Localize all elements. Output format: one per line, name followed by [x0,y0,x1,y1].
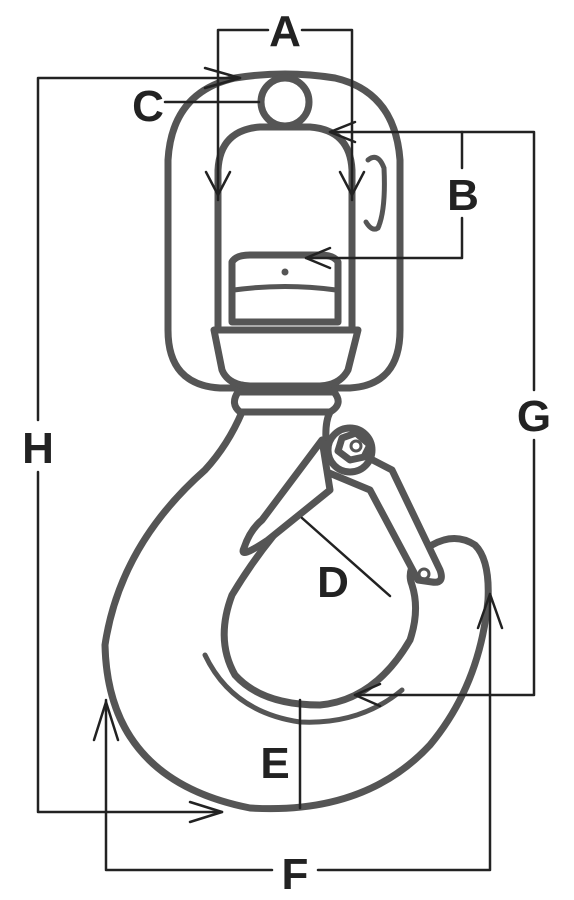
dimension-d [300,516,392,598]
label-h: H [22,424,54,473]
dimension-a [204,28,366,202]
label-e: E [260,739,289,788]
latch-pivot-bolt-icon [334,429,374,464]
hook-body [101,388,492,813]
dimension-b [304,120,464,270]
dimension-f [92,592,504,872]
label-b: B [447,171,479,220]
label-a: A [269,7,301,56]
dimension-h [36,66,242,824]
label-c: C [132,82,164,131]
label-f: F [282,850,309,899]
label-d: D [317,558,349,607]
cross-pin-ball [257,74,313,130]
label-g: G [517,392,551,441]
dimension-g [353,130,536,708]
safety-latch [239,424,445,586]
bearing-pin-dot [281,268,289,276]
